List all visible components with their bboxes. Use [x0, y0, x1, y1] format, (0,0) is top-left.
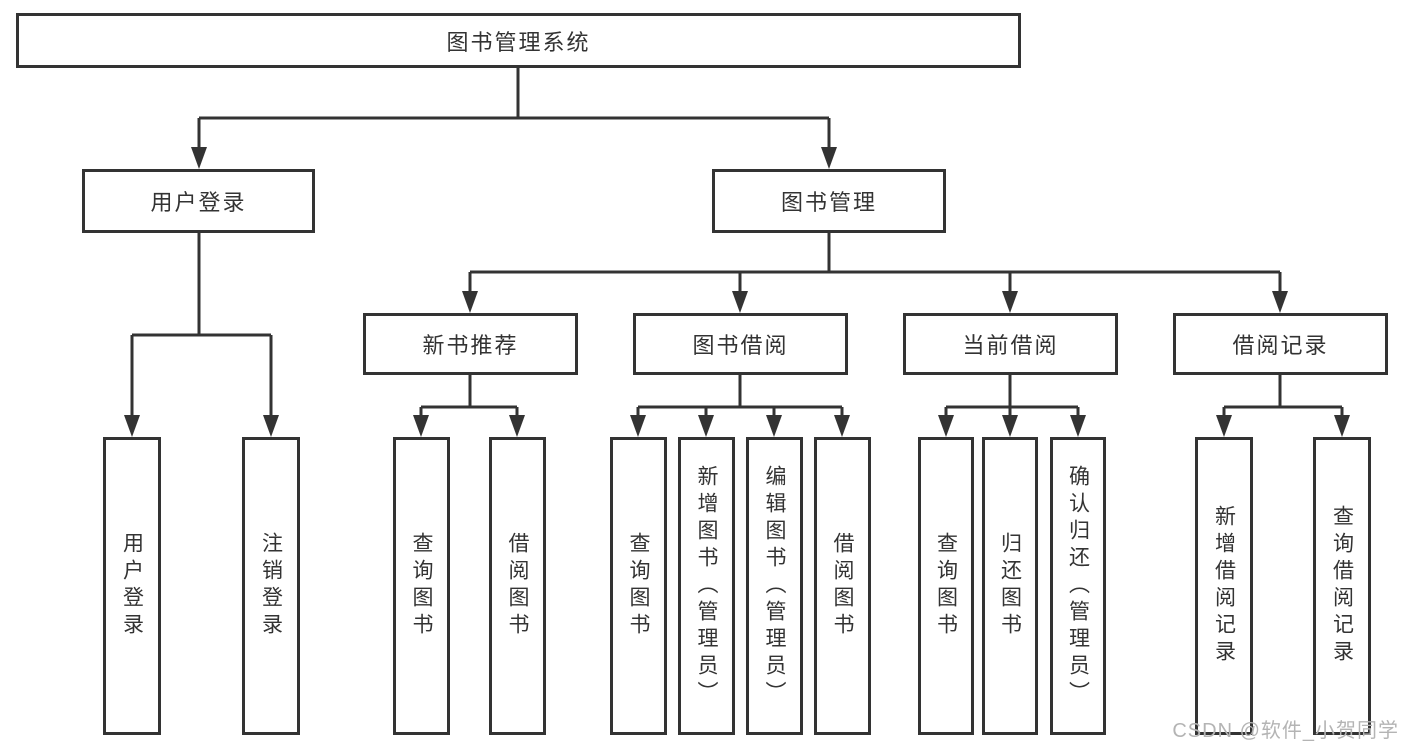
node-borrow-add-books-admin: 新增图书（管理员） [678, 437, 735, 735]
node-current-query-books: 查询图书 [918, 437, 974, 735]
node-user-login: 用户登录 [82, 169, 315, 233]
leaf-label: 借阅图书 [506, 532, 530, 640]
leaf-label: 注销登录 [259, 532, 283, 640]
node-borrow-edit-books-admin: 编辑图书（管理员） [746, 437, 803, 735]
leaf-label: 用户登录 [120, 532, 144, 640]
node-new-book-recommendation: 新书推荐 [363, 313, 578, 375]
leaf-label: 查询图书 [410, 532, 434, 640]
leaf-label: 借阅图书 [831, 532, 855, 640]
leaf-label: 归还图书 [998, 532, 1022, 640]
arrowheads [124, 147, 1350, 437]
node-newrec-borrow-books: 借阅图书 [489, 437, 546, 735]
node-current-borrowing: 当前借阅 [903, 313, 1118, 375]
leaf-label: 编辑图书（管理员） [763, 464, 787, 708]
leaf-label: 确认归还（管理员） [1066, 464, 1090, 708]
node-current-confirm-return-admin: 确认归还（管理员） [1050, 437, 1106, 735]
node-library-management-system: 图书管理系统 [16, 13, 1021, 68]
node-current-return-books: 归还图书 [982, 437, 1038, 735]
leaf-label: 查询图书 [934, 532, 958, 640]
node-leaf-logout: 注销登录 [242, 437, 300, 735]
csdn-watermark: CSDN @软件_小贺同学 [1172, 720, 1399, 742]
node-records-query-borrow-record: 查询借阅记录 [1313, 437, 1371, 735]
node-borrow-query-books: 查询图书 [610, 437, 667, 735]
node-leaf-user-login: 用户登录 [103, 437, 161, 735]
leaf-label: 新增图书（管理员） [695, 464, 719, 708]
node-records-add-borrow-record: 新增借阅记录 [1195, 437, 1253, 735]
node-borrow-borrow-books: 借阅图书 [814, 437, 871, 735]
leaf-label: 查询借阅记录 [1330, 505, 1354, 667]
node-book-management: 图书管理 [712, 169, 946, 233]
node-book-borrowing: 图书借阅 [633, 313, 848, 375]
leaf-label: 新增借阅记录 [1212, 505, 1236, 667]
node-newrec-query-books: 查询图书 [393, 437, 450, 735]
node-borrowing-records: 借阅记录 [1173, 313, 1388, 375]
leaf-label: 查询图书 [627, 532, 651, 640]
